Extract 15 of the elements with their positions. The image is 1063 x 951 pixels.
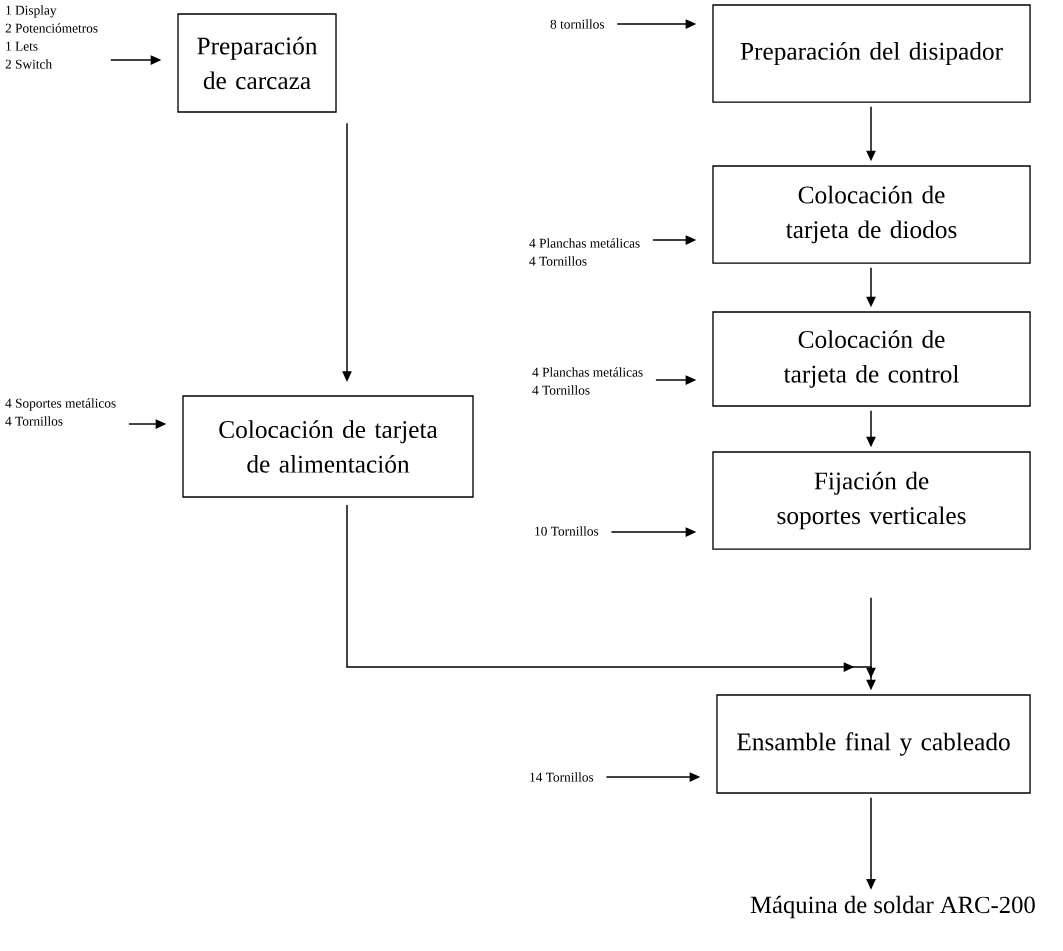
input-list: 1 Display 2 Potenciómetros 1 Lets 2 Switch	[5, 5, 98, 69]
process-box: Colocación de tarjeta de alimentación	[182, 395, 474, 498]
input-list: 4 Soportes metálicos 4 Tornillos	[5, 398, 116, 426]
input-label: 14 Tornillos	[530, 772, 594, 782]
output-label: Máquina de soldar ARC-200	[750, 895, 1035, 919]
input-list: 4 Planchas metálicas 4 Tornillos	[529, 238, 640, 266]
input-list: 4 Planchas metálicas 4 Tornillos	[532, 367, 643, 395]
process-box: Preparación del disipador	[712, 4, 1031, 103]
process-box: Preparación de carcaza	[177, 13, 337, 113]
input-label: 10 Tornillos	[535, 526, 599, 536]
process-box: Colocación de tarjeta de control	[712, 311, 1031, 407]
process-box: Ensamble final y cableado	[716, 694, 1031, 794]
process-box: Fijación de soportes verticales	[712, 451, 1031, 550]
input-label: 8 tornillos	[550, 19, 605, 29]
process-box: Colocación de tarjeta de diodos	[712, 165, 1031, 264]
